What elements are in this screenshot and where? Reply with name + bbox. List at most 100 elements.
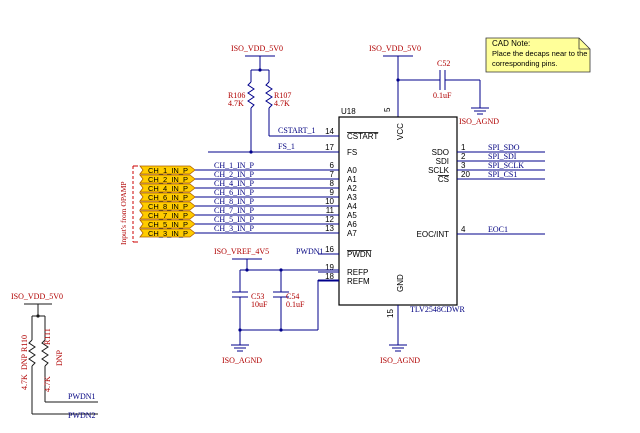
ic-left-pin-name: A2 — [347, 184, 357, 193]
wire-net-label: CH_4_IN_P — [214, 179, 255, 188]
input-port-label: CH_8_IN_P — [148, 202, 188, 211]
ic-right-pin-number: 20 — [461, 170, 470, 179]
opamp-bracket-label: Input's from OPAMP — [119, 181, 128, 245]
vcc-pin-number: 5 — [383, 107, 392, 112]
r106-ref: R106 — [228, 91, 245, 100]
ic-left-pin-number: 6 — [330, 161, 335, 170]
input-port[interactable]: CH_3_IN_P — [139, 228, 196, 238]
ic-right-pin-name: CS — [438, 175, 449, 184]
ic-left-pin-name: A6 — [347, 220, 357, 229]
net-label-vdd-bottom-left: ISO_VDD_5V0 — [11, 292, 63, 301]
net-label-vdd-top-left: ISO_VDD_5V0 — [231, 44, 283, 53]
ic-left-pin-name: CSTART — [347, 132, 378, 141]
input-port[interactable]: CH_7_IN_P — [139, 210, 196, 220]
net-label-cstart: CSTART_1 — [278, 126, 316, 135]
ic-left-pin-name: A3 — [347, 193, 357, 202]
input-port-label: CH_5_IN_P — [148, 220, 188, 229]
net-label-agnd-ic: ISO_AGND — [380, 356, 420, 365]
ic-left-pin-number: 18 — [325, 272, 334, 281]
net-label-pwdn2: PWDN2 — [68, 411, 96, 420]
ic-left-pin-number: 7 — [330, 170, 335, 179]
input-port[interactable]: CH_1_IN_P — [139, 165, 196, 175]
cad-note-line-1: Place the decaps near to the — [492, 49, 587, 58]
ic-left-pin-name: REFP — [347, 268, 368, 277]
net-label-spi-cs1: SPI_CS1 — [488, 170, 517, 179]
r111-value: 4.7K — [43, 376, 52, 392]
ic-left-pin-number: 19 — [325, 263, 334, 272]
ic-right-pin-name: SCLK — [428, 166, 450, 175]
wire-net-label: CH_1_IN_P — [214, 161, 255, 170]
wire-net-label: CH_5_IN_P — [214, 215, 255, 224]
net-label-pwdn1: PWDN1 — [68, 392, 96, 401]
c54-value: 0.1uF — [286, 300, 305, 309]
r110-value: 4.7K — [20, 374, 29, 390]
net-label-spi-sdi: SPI_SDI — [488, 152, 517, 161]
ic-left-pin-name: PWDN — [347, 250, 372, 259]
input-port[interactable]: CH_4_IN_P — [139, 183, 196, 193]
input-port-label: CH_6_IN_P — [148, 193, 188, 202]
c54-ref: C54 — [286, 292, 299, 301]
r107-value: 4.7K — [274, 99, 290, 108]
ic-right-pin-name: EOC/INT — [417, 230, 450, 239]
ic-left-pin-number: 16 — [325, 245, 334, 254]
ic-left-pin-name: A7 — [347, 229, 357, 238]
c53-value: 10uF — [251, 300, 268, 309]
ic-left-pin-number: 14 — [325, 127, 334, 136]
ic-right-pin-number: 1 — [461, 143, 466, 152]
wire-net-label: CH_2_IN_P — [214, 170, 255, 179]
r110-ref: R110 — [20, 335, 29, 352]
net-label-eoc1: EOC1 — [488, 225, 508, 234]
r106-value: 4.7K — [228, 99, 244, 108]
ic-left-pin-name: A0 — [347, 166, 357, 175]
net-label-agnd-right: ISO_AGND — [459, 117, 499, 126]
c52-value: 0.1uF — [433, 91, 452, 100]
ic-left-pin-number: 8 — [330, 179, 335, 188]
ic-right-pin-name: SDI — [436, 157, 449, 166]
c52-ref: C52 — [437, 59, 450, 68]
input-port-label: CH_1_IN_P — [148, 166, 188, 175]
net-label-spi-sdo: SPI_SDO — [488, 143, 520, 152]
ic-part-number: TLV2548CDWR — [410, 305, 465, 314]
ic-left-pin-name: REFM — [347, 277, 370, 286]
ic-left-pin-number: 12 — [325, 215, 334, 224]
ic-left-pin-name: A5 — [347, 211, 357, 220]
ic-left-pin-number: 17 — [325, 143, 334, 152]
r107-ref: R107 — [274, 91, 291, 100]
input-port[interactable]: CH_8_IN_P — [139, 201, 196, 211]
ic-gnd-label: GND — [396, 274, 405, 292]
net-label-vref: ISO_VREF_4V5 — [214, 247, 269, 256]
net-label-vdd-ic: ISO_VDD_5V0 — [369, 44, 421, 53]
r111-dnp: DNP — [55, 349, 64, 366]
ic-left-pin-number: 9 — [330, 188, 335, 197]
ic-right-pin-number: 4 — [461, 225, 466, 234]
cad-note-line-2: corresponding pins. — [492, 59, 557, 68]
wire-net-label: CH_6_IN_P — [214, 188, 255, 197]
ic-left-pin-name: A4 — [347, 202, 357, 211]
r110-dnp: DNP — [20, 353, 29, 370]
ic-right-pin-name: SDO — [432, 148, 449, 157]
ic-left-pin-number: 10 — [325, 197, 334, 206]
net-label-fs: FS_1 — [278, 142, 295, 151]
gnd-pin-number: 15 — [386, 309, 395, 318]
ic-left-pin-number: 13 — [325, 224, 334, 233]
c53-ref: C53 — [251, 292, 264, 301]
net-label-agnd-cap: ISO_AGND — [222, 356, 262, 365]
wire-net-label: CH_8_IN_P — [214, 197, 255, 206]
input-port-label: CH_7_IN_P — [148, 211, 188, 220]
input-port[interactable]: CH_6_IN_P — [139, 192, 196, 202]
wire-net-label: CH_3_IN_P — [214, 224, 255, 233]
input-port-label: CH_4_IN_P — [148, 184, 188, 193]
r111-ref: R111 — [43, 328, 52, 345]
ic-u18[interactable] — [338, 116, 458, 306]
input-port[interactable]: CH_5_IN_P — [139, 219, 196, 229]
input-port[interactable]: CH_2_IN_P — [139, 174, 196, 184]
ic-left-pin-number: 11 — [326, 206, 335, 215]
net-label-pwdn1-ic: PWDN1 — [296, 247, 324, 256]
ic-right-pin-number: 3 — [461, 161, 466, 170]
net-label-spi-sclk: SPI_SCLK — [488, 161, 524, 170]
ic-vcc-label: VCC — [396, 123, 405, 140]
cad-note: CAD Note: Place the decaps near to the c… — [485, 37, 591, 73]
cad-note-title: CAD Note: — [492, 39, 530, 48]
ic-right-pin-number: 2 — [461, 152, 466, 161]
